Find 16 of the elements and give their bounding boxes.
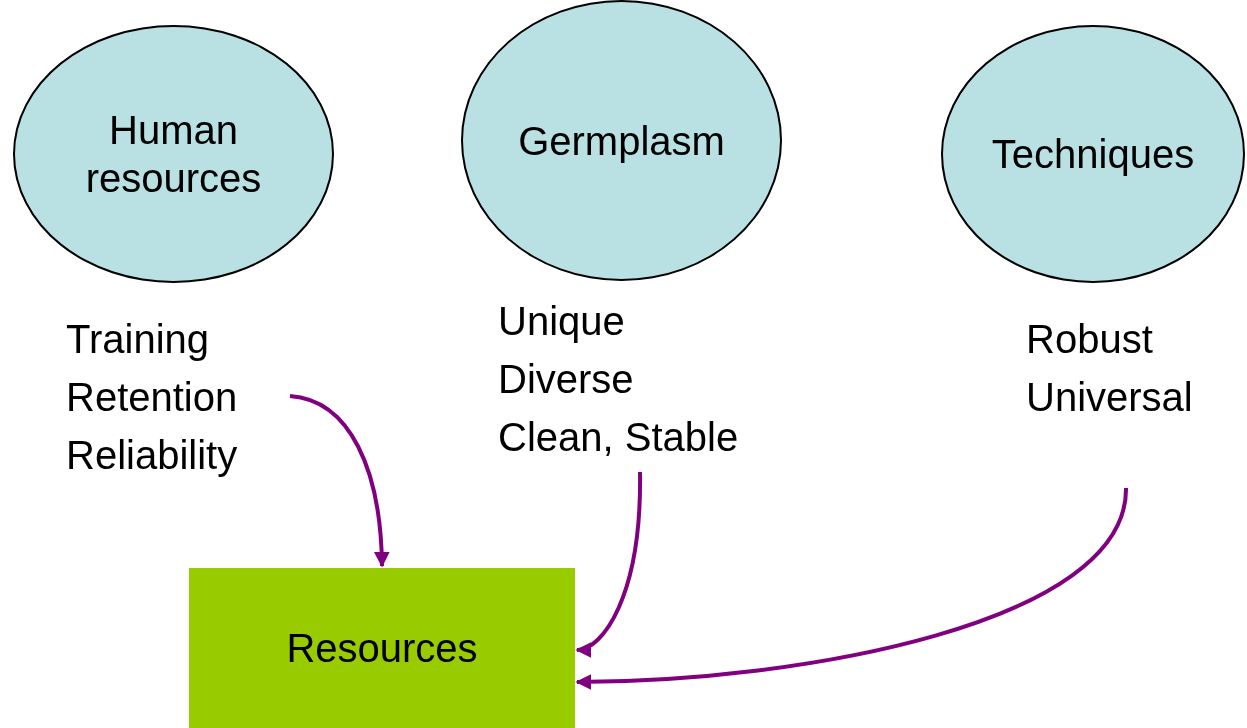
arrow <box>575 487 1128 690</box>
node-label: Retention <box>66 374 238 421</box>
node-label: Diverse <box>498 356 635 403</box>
node-label: Clean, Stable <box>498 414 739 461</box>
arrow <box>575 471 642 656</box>
process-box <box>189 568 575 728</box>
node-label: Human resources <box>84 107 263 202</box>
node-label: Resources <box>286 625 478 672</box>
node-label: Robust <box>1026 316 1154 363</box>
node-label: Techniques <box>991 131 1195 178</box>
node-label: Germplasm <box>518 117 725 165</box>
node-label: Universal <box>1026 374 1193 421</box>
node-label: Unique <box>498 298 626 345</box>
node-label: Reliability <box>66 432 238 479</box>
node-label: Training <box>66 316 211 363</box>
arrow <box>289 394 390 568</box>
